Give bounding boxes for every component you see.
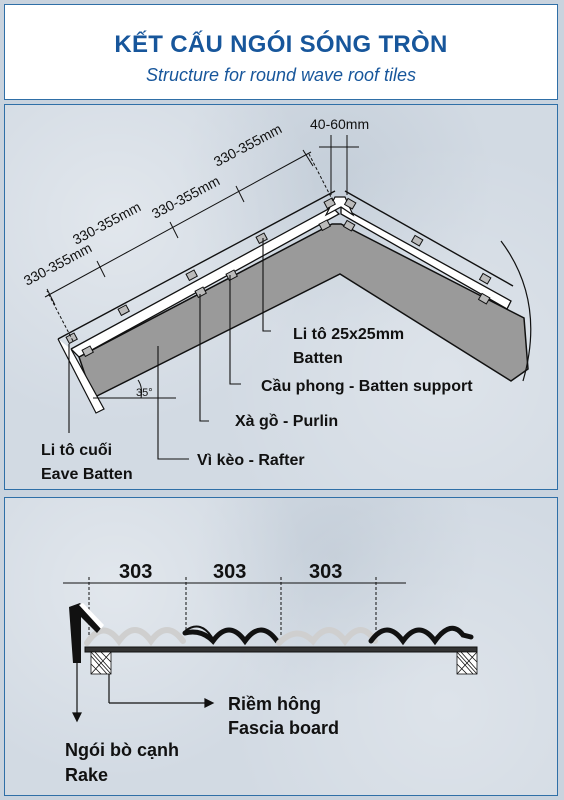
spacing-label-2: 330-355mm <box>70 198 143 247</box>
spacing-label-3: 330-355mm <box>149 172 222 221</box>
eave-batten-label-vi: Li tô cuối <box>41 442 112 459</box>
spacing-label-4: 330-355mm <box>211 120 284 169</box>
pitch-label-2: 303 <box>213 561 246 583</box>
fascia-label-en: Fascia board <box>228 718 339 738</box>
angle-label: 35° <box>136 387 153 399</box>
rake-label-en: Rake <box>65 765 108 785</box>
spacing-dimension-line <box>44 149 334 342</box>
fascia-label-vi: Riềm hông <box>228 694 321 714</box>
tile-wave-1 <box>84 627 186 647</box>
tile-section-panel: 303 303 303 Riềm hôn <box>4 497 558 796</box>
purlin-label: Xà gồ - Purlin <box>235 413 338 430</box>
tile-wave-3 <box>276 627 378 647</box>
leader-arrows <box>72 663 215 723</box>
pitch-dimension-line <box>63 577 406 641</box>
title-panel: KẾT CẤU NGÓI SÓNG TRÒN Structure for rou… <box>4 4 558 100</box>
leader-lines <box>68 238 271 460</box>
fascia-board-bar <box>84 646 478 653</box>
ridge-gap-label: 40-60mm <box>310 116 369 132</box>
page-subtitle: Structure for round wave roof tiles <box>145 65 417 85</box>
eave-batten-label-en: Eave Batten <box>41 466 133 483</box>
rafter-body <box>78 223 529 400</box>
spacing-label-1: 330-355mm <box>21 239 94 288</box>
end-blocks <box>90 651 478 675</box>
tile-wave-2 <box>182 627 280 646</box>
batten-label-en: Batten <box>293 350 343 367</box>
rake-label-vi: Ngói bò cạnh <box>65 740 179 760</box>
pitch-label-3: 303 <box>309 561 342 583</box>
battens-right <box>342 197 492 305</box>
roof-structure-panel: 330-355mm 330-355mm 330-355mm 330-355mm … <box>4 104 558 490</box>
tile-section-diagram: 303 303 303 Riềm hôn <box>63 561 478 785</box>
pitch-label-1: 303 <box>119 561 152 583</box>
batten-support-right <box>340 205 512 310</box>
batten-label-vi: Li tô 25x25mm <box>293 326 404 343</box>
batten-support-left <box>69 206 341 358</box>
page-title: KẾT CẤU NGÓI SÓNG TRÒN <box>114 31 448 58</box>
gable-curve <box>500 240 532 382</box>
ridge-gap-dimension <box>319 135 359 195</box>
batten-support-label: Cầu phong - Batten support <box>261 378 473 395</box>
roof-structure-diagram: 330-355mm 330-355mm 330-355mm 330-355mm … <box>21 116 532 483</box>
tile-wave-4 <box>368 625 474 646</box>
rafter-label: Vì kèo - Rafter <box>197 452 305 469</box>
